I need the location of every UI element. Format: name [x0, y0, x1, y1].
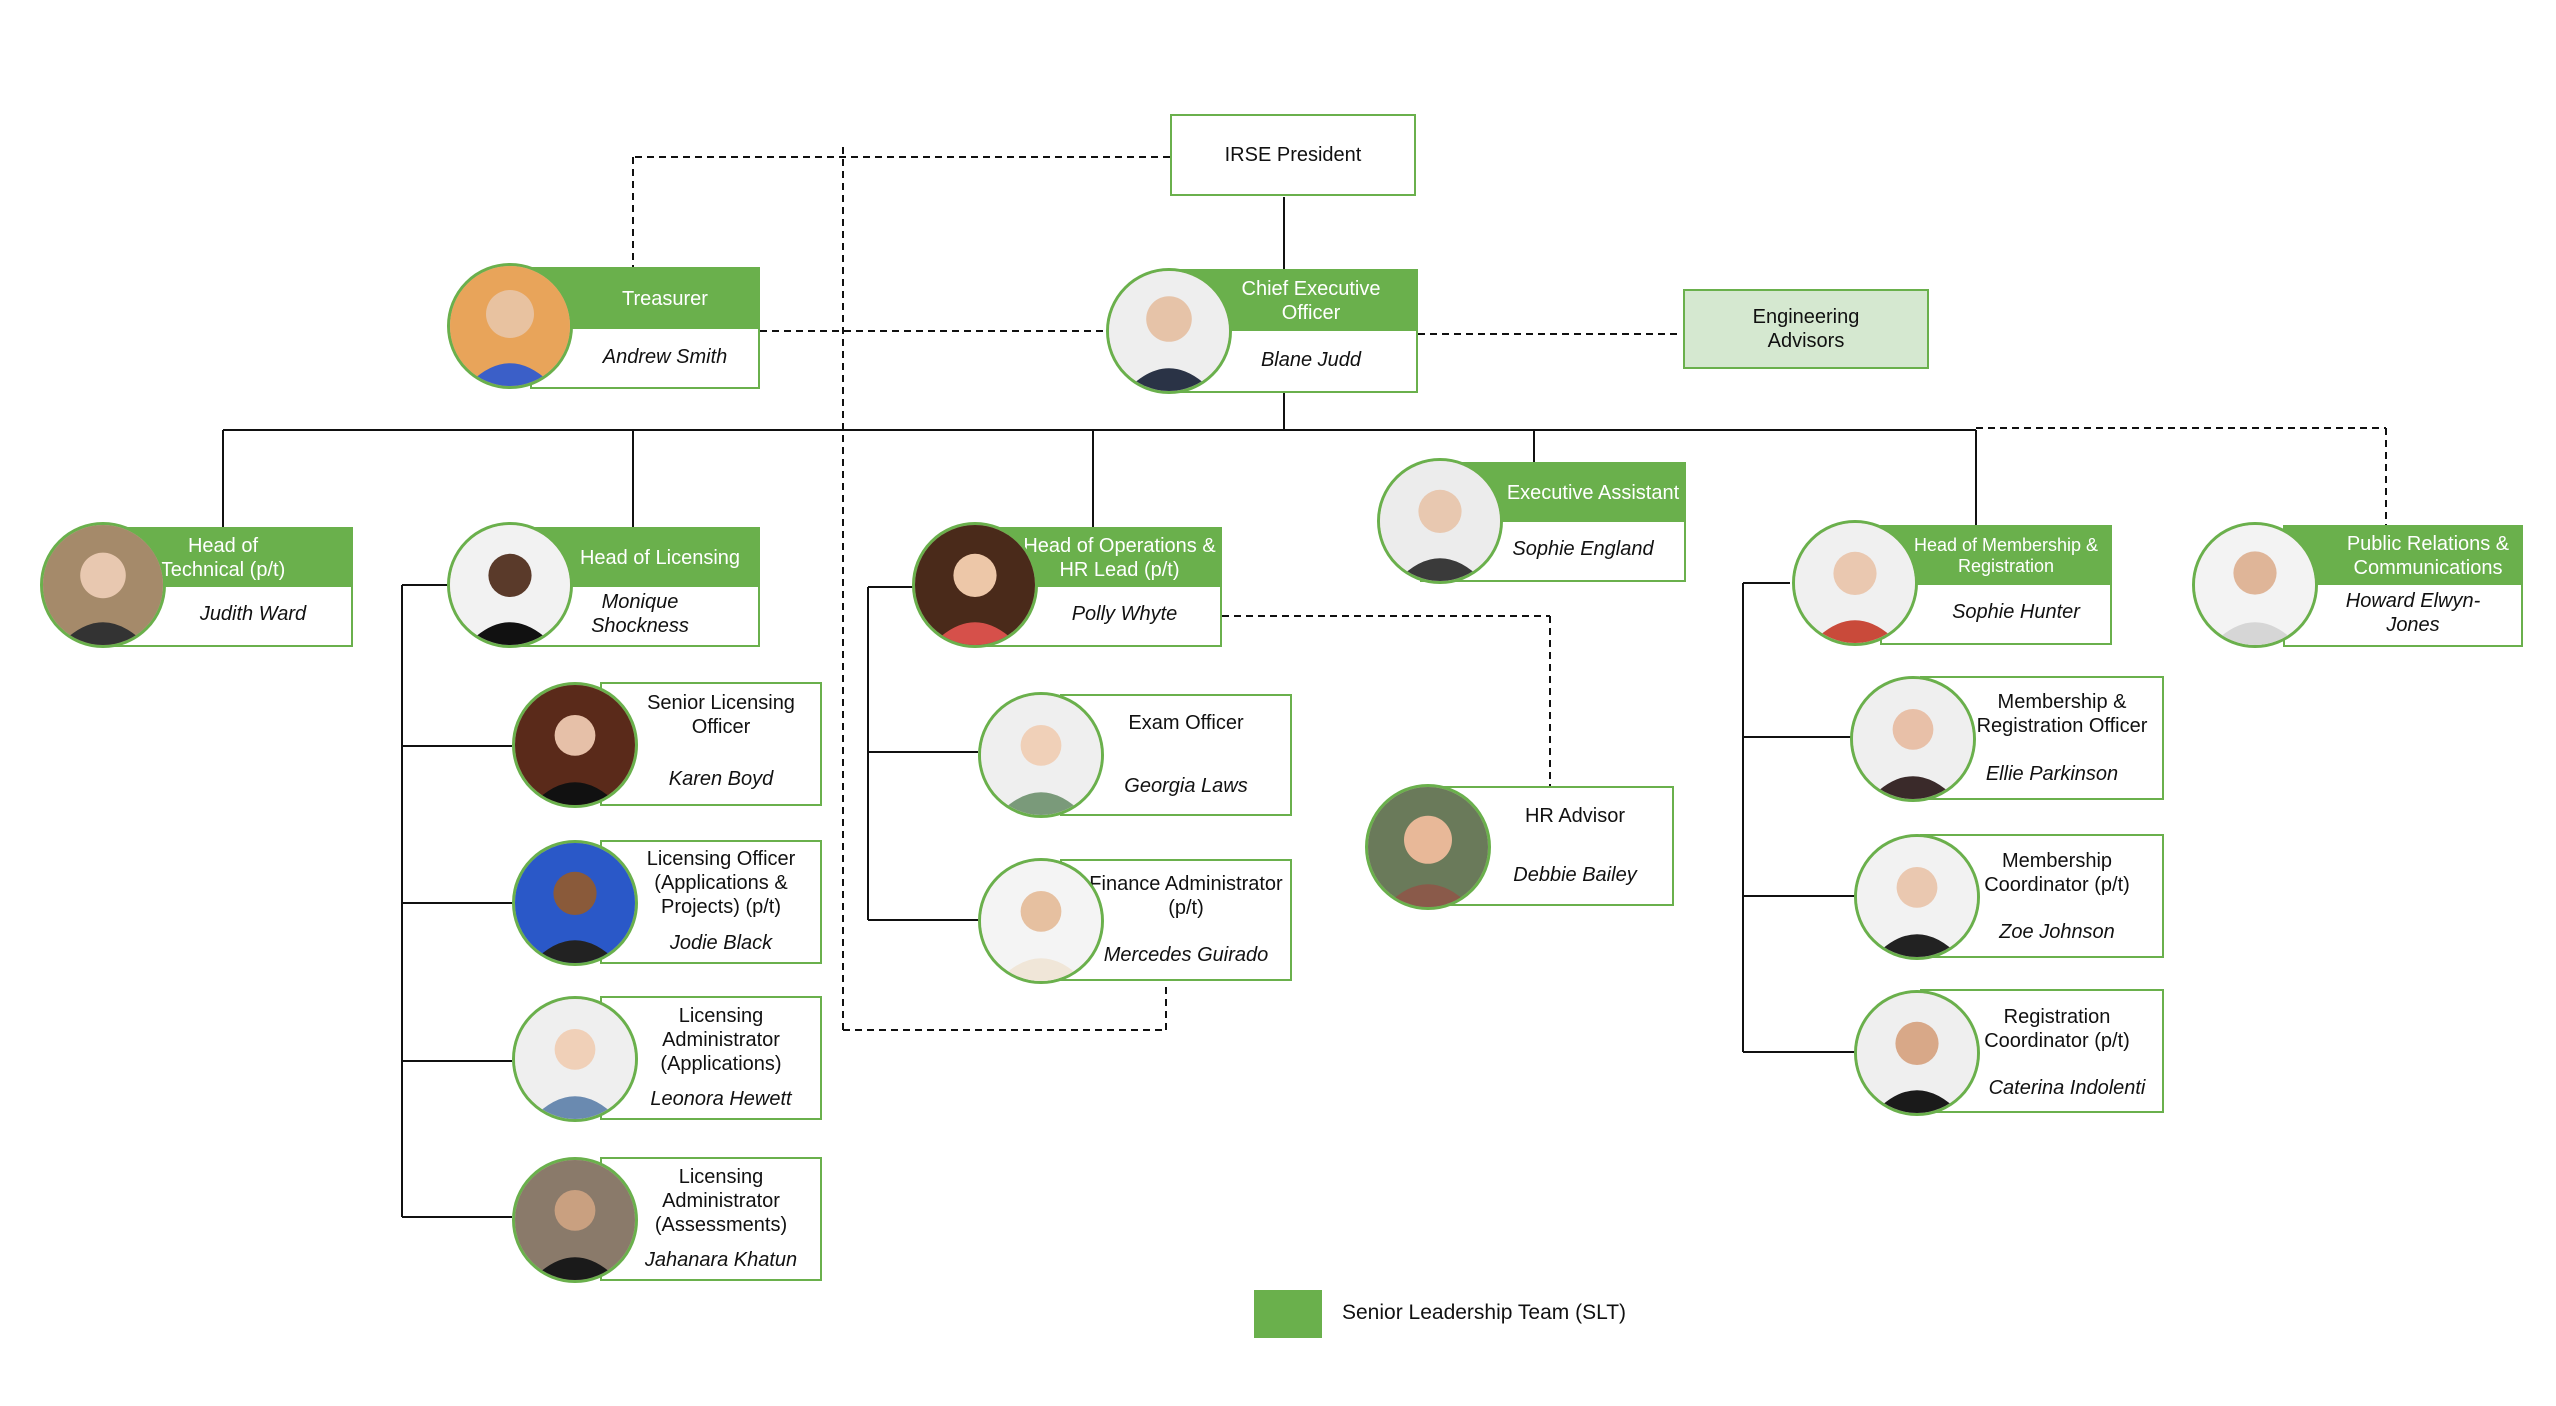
ceo-name: Blane Judd	[1260, 349, 1362, 371]
president-title: IRSE President	[1224, 144, 1362, 166]
head-photo-technical	[40, 522, 166, 648]
engineering-advisors-title: Engineering Advisors	[1752, 306, 1860, 352]
membership-member-name: Zoe Johnson	[1999, 921, 2115, 943]
licensing-member-title: Licensing Administrator (Applications)	[660, 1005, 782, 1075]
licensing-member-name: Jodie Black	[669, 932, 773, 954]
licensing-member-name: Leonora Hewett	[650, 1088, 792, 1110]
operations-member-name: Mercedes Guirado	[1103, 944, 1269, 966]
operations-member-title: Exam Officer	[1128, 712, 1244, 734]
membership-member-name: Caterina Indolenti	[1988, 1077, 2146, 1099]
head-name-operations: Polly Whyte	[1071, 603, 1178, 625]
membership-member-photo	[1854, 834, 1980, 960]
hr-advisor-photo	[1365, 784, 1491, 910]
membership-member-photo	[1850, 676, 1976, 802]
operations-member-photo	[978, 692, 1104, 818]
engineering-advisors-box: Engineering Advisors	[1683, 289, 1929, 369]
head-photo-operations	[912, 522, 1038, 648]
licensing-member-name: Jahanara Khatun	[644, 1249, 798, 1271]
membership-member-title: Membership & Registration Officer	[1976, 691, 2148, 737]
head-box-pr: Public Relations & Communications Howard…	[2283, 525, 2523, 647]
membership-member-name: Ellie Parkinson	[1985, 763, 2119, 785]
hr-advisor-title: HR Advisor	[1524, 805, 1626, 827]
head-photo-membership	[1792, 520, 1918, 646]
licensing-member-photo	[512, 840, 638, 966]
licensing-member-title: Licensing Officer (Applications & Projec…	[646, 848, 796, 918]
licensing-member-photo	[512, 682, 638, 808]
ceo-photo	[1106, 268, 1232, 394]
treasurer-photo	[447, 263, 573, 389]
legend-slt-swatch	[1254, 1290, 1322, 1338]
licensing-member-photo	[512, 996, 638, 1122]
licensing-member-title: Senior Licensing Officer	[647, 692, 795, 738]
head-name-licensing: Monique Shockness	[591, 591, 689, 637]
licensing-member-box: Licensing Officer (Applications & Projec…	[600, 840, 822, 964]
head-name-exec-assistant: Sophie England	[1512, 538, 1654, 560]
operations-member-name: Georgia Laws	[1124, 775, 1248, 797]
operations-member-title: Finance Administrator (p/t)	[1089, 873, 1283, 919]
operations-member-photo	[978, 858, 1104, 984]
hr-advisor-name: Debbie Bailey	[1513, 864, 1637, 886]
head-photo-licensing	[447, 522, 573, 648]
head-name-pr: Howard Elwyn-Jones	[2345, 590, 2481, 636]
head-title-pr: Public Relations & Communications	[2285, 527, 2521, 585]
president-box: IRSE President	[1170, 114, 1416, 196]
membership-member-title: Registration Coordinator (p/t)	[1984, 1006, 2130, 1052]
head-title-membership: Head of Membership & Registration	[1882, 527, 2110, 585]
operations-member-box: Exam Officer Georgia Laws	[1060, 694, 1292, 816]
head-photo-pr	[2192, 522, 2318, 648]
treasurer-title: Treasurer	[532, 269, 758, 329]
membership-member-title: Membership Coordinator (p/t)	[1984, 850, 2130, 896]
head-photo-exec-assistant	[1377, 458, 1503, 584]
licensing-member-photo	[512, 1157, 638, 1283]
head-box-membership: Head of Membership & Registration Sophie…	[1880, 525, 2112, 645]
head-name-membership: Sophie Hunter	[1952, 601, 2080, 623]
treasurer-name: Andrew Smith	[602, 346, 728, 368]
licensing-member-name: Karen Boyd	[668, 768, 774, 790]
legend-slt-label: Senior Leadership Team (SLT)	[1342, 1301, 1627, 1324]
head-name-technical: Judith Ward	[199, 603, 307, 625]
membership-member-photo	[1854, 990, 1980, 1116]
licensing-member-title: Licensing Administrator (Assessments)	[654, 1166, 788, 1236]
